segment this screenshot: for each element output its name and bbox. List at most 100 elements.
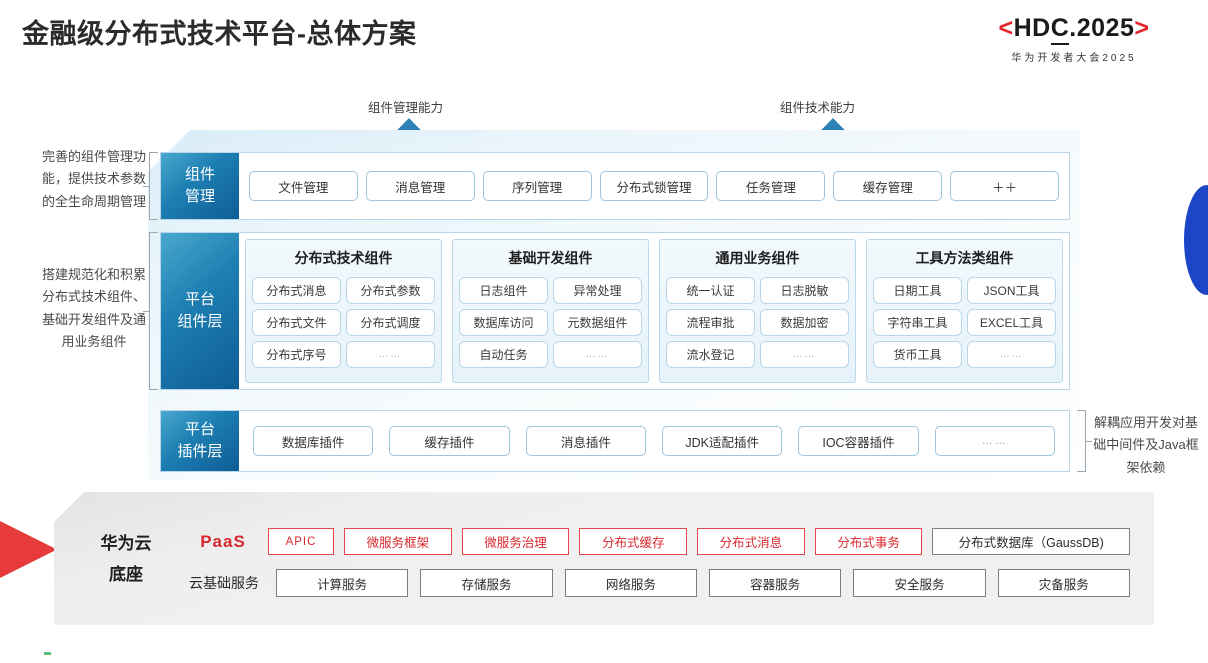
gchip-date-tool[interactable]: 日期工具 — [873, 277, 962, 304]
gchip-log-desensitization[interactable]: 日志脱敏 — [760, 277, 849, 304]
huawei-cloud-title-line-2: 底座 — [109, 565, 143, 585]
cloud-base-service-label: 云基础服务 — [189, 575, 259, 591]
chip-jdk-adapter-plugin[interactable]: JDK适配插件 — [661, 426, 783, 456]
gchip-exception-handling[interactable]: 异常处理 — [553, 277, 642, 304]
cloud-chip-network-service[interactable]: 网络服务 — [564, 569, 697, 597]
bracket-tick-component-management — [143, 186, 150, 187]
bracket-tick-platform-plugin-layer — [1085, 441, 1092, 442]
chip-sequence-management[interactable]: 序列管理 — [482, 171, 592, 201]
arrow-label-component-technology: 组件技术能力 — [780, 101, 856, 115]
gchip-more[interactable]: …… — [760, 341, 849, 368]
cloud-chip-security-service[interactable]: 安全服务 — [853, 569, 986, 597]
layer-tag-line-1: 平台 — [184, 421, 215, 439]
group-grid: 分布式消息 分布式参数 分布式文件 分布式调度 分布式序号 …… — [252, 277, 435, 368]
bracket-component-management — [149, 152, 158, 220]
group-title: 工具方法类组件 — [915, 250, 1014, 266]
group-title: 通用业务组件 — [715, 250, 800, 266]
group-basic-development-components: 基础开发组件 日志组件 异常处理 数据库访问 元数据组件 自动任务 …… — [452, 239, 649, 383]
angle-bracket-left-icon: < — [998, 14, 1014, 42]
green-mark-decoration — [44, 652, 51, 655]
paas-service-row: APIC 微服务框架 微服务治理 分布式缓存 分布式消息 分布式事务 分布式数据… — [268, 528, 1130, 555]
layer-row-component-management: 组件 管理 文件管理 消息管理 序列管理 分布式锁管理 任务管理 缓存管理 ＋＋ — [160, 152, 1070, 220]
group-title: 基础开发组件 — [508, 250, 593, 266]
group-title: 分布式技术组件 — [294, 250, 393, 266]
paas-chip-microservice-governance[interactable]: 微服务治理 — [461, 528, 570, 555]
red-wedge-decoration — [0, 497, 57, 602]
group-grid: 日志组件 异常处理 数据库访问 元数据组件 自动任务 …… — [459, 277, 642, 368]
gchip-log-component[interactable]: 日志组件 — [459, 277, 548, 304]
layer-body-platform-plugin-layer: 数据库插件 缓存插件 消息插件 JDK适配插件 IOC容器插件 …… — [239, 411, 1069, 471]
paas-chip-distributed-transaction[interactable]: 分布式事务 — [814, 528, 923, 555]
gchip-more[interactable]: …… — [346, 341, 435, 368]
gchip-metadata-component[interactable]: 元数据组件 — [553, 309, 642, 336]
layer-tag-line-2: 管理 — [184, 188, 215, 205]
layer-tag-line-2: 插件层 — [177, 443, 223, 460]
paas-chip-distributed-cache[interactable]: 分布式缓存 — [579, 528, 688, 555]
layer-tag-platform-plugin-layer: 平台 插件层 — [161, 411, 239, 471]
paas-chip-distributed-message[interactable]: 分布式消息 — [697, 528, 805, 555]
layer-tag-component-management: 组件 管理 — [161, 153, 239, 219]
hdc-logo-suffix: .2025 — [1069, 14, 1135, 42]
bracket-platform-component-layer — [149, 232, 158, 390]
gchip-excel-tool[interactable]: EXCEL工具 — [967, 309, 1056, 336]
chip-cache-management[interactable]: 缓存管理 — [833, 171, 943, 201]
layer-row-platform-component-layer: 平台 组件层 分布式技术组件 分布式消息 分布式参数 分布式文件 分布式调度 分… — [160, 232, 1070, 390]
gchip-distributed-sequence[interactable]: 分布式序号 — [252, 341, 341, 368]
gchip-string-tool[interactable]: 字符串工具 — [873, 309, 962, 336]
chip-add-more[interactable]: ＋＋ — [950, 171, 1060, 201]
gchip-process-approval[interactable]: 流程审批 — [666, 309, 755, 336]
gchip-currency-tool[interactable]: 货币工具 — [873, 341, 962, 368]
gchip-database-access[interactable]: 数据库访问 — [459, 309, 548, 336]
layer-tag-platform-component-layer: 平台 组件层 — [161, 233, 239, 389]
gchip-auto-task[interactable]: 自动任务 — [459, 341, 548, 368]
group-grid: 日期工具 JSON工具 字符串工具 EXCEL工具 货币工具 …… — [873, 277, 1056, 368]
chip-ioc-container-plugin[interactable]: IOC容器插件 — [798, 426, 919, 456]
hdc-logo: <HDC.2025> 华为开发者大会2025 — [954, 14, 1194, 64]
paas-chip-apic[interactable]: APIC — [268, 528, 334, 555]
hdc-logo-main: <HDC.2025> — [954, 14, 1194, 45]
chip-task-management[interactable]: 任务管理 — [716, 171, 826, 201]
hdc-logo-prefix: HD — [1013, 14, 1051, 42]
paas-label: PaaS — [200, 532, 246, 551]
paas-chip-distributed-database-gaussdb[interactable]: 分布式数据库（GaussDB) — [932, 528, 1130, 555]
gchip-distributed-file[interactable]: 分布式文件 — [252, 309, 341, 336]
chip-file-management[interactable]: 文件管理 — [249, 171, 358, 201]
chip-message-management[interactable]: 消息管理 — [365, 171, 475, 201]
angle-bracket-right-icon: > — [1134, 14, 1150, 42]
chip-more-plugins[interactable]: …… — [934, 426, 1055, 456]
gchip-unified-auth[interactable]: 统一认证 — [666, 277, 755, 304]
group-distributed-tech-components: 分布式技术组件 分布式消息 分布式参数 分布式文件 分布式调度 分布式序号 …… — [245, 239, 442, 383]
hdc-logo-underlined-c: C — [1050, 14, 1070, 45]
layer-row-platform-plugin-layer: 平台 插件层 数据库插件 缓存插件 消息插件 JDK适配插件 IOC容器插件 …… — [160, 410, 1070, 472]
chip-cache-plugin[interactable]: 缓存插件 — [389, 426, 510, 456]
cloud-chip-container-service[interactable]: 容器服务 — [708, 569, 842, 597]
blue-circle-decoration — [1184, 185, 1208, 295]
chip-message-plugin[interactable]: 消息插件 — [525, 426, 646, 456]
cloud-chip-disaster-recovery-service[interactable]: 灾备服务 — [997, 569, 1130, 597]
gchip-more[interactable]: …… — [553, 341, 642, 368]
gchip-transaction-record[interactable]: 流水登记 — [666, 341, 755, 368]
gchip-data-encryption[interactable]: 数据加密 — [760, 309, 849, 336]
gchip-distributed-message[interactable]: 分布式消息 — [252, 277, 341, 304]
cloud-chip-storage-service[interactable]: 存储服务 — [420, 569, 553, 597]
chip-database-plugin[interactable]: 数据库插件 — [253, 426, 374, 456]
layer-tag-line-1: 组件 — [184, 166, 215, 184]
page-title: 金融级分布式技术平台-总体方案 — [22, 19, 417, 49]
paas-chip-microservice-framework[interactable]: 微服务框架 — [344, 528, 452, 555]
chip-distributed-lock-management[interactable]: 分布式锁管理 — [599, 171, 709, 201]
component-group-wrap: 分布式技术组件 分布式消息 分布式参数 分布式文件 分布式调度 分布式序号 ……… — [239, 233, 1069, 389]
gchip-distributed-parameter[interactable]: 分布式参数 — [346, 277, 435, 304]
layer-tag-line-1: 平台 — [184, 291, 215, 309]
side-note-plugin-layer: 解耦应用开发对基础中间件及Java框架依赖 — [1093, 415, 1199, 475]
gchip-json-tool[interactable]: JSON工具 — [967, 277, 1056, 304]
gchip-more[interactable]: …… — [967, 341, 1056, 368]
gchip-distributed-schedule[interactable]: 分布式调度 — [346, 309, 435, 336]
huawei-cloud-panel-background — [54, 492, 1154, 625]
side-note-platform-components: 搭建规范化和积累分布式技术组件、基础开发组件及通用业务组件 — [41, 267, 146, 350]
huawei-cloud-title: 华为云 底座 — [78, 528, 174, 591]
cloud-chip-compute-service[interactable]: 计算服务 — [276, 569, 409, 597]
hdc-logo-subtitle: 华为开发者大会2025 — [1011, 53, 1137, 64]
side-note-component-management: 完善的组件管理功能，提供技术参数的全生命周期管理 — [41, 149, 146, 209]
group-tool-method-components: 工具方法类组件 日期工具 JSON工具 字符串工具 EXCEL工具 货币工具 …… — [866, 239, 1063, 383]
